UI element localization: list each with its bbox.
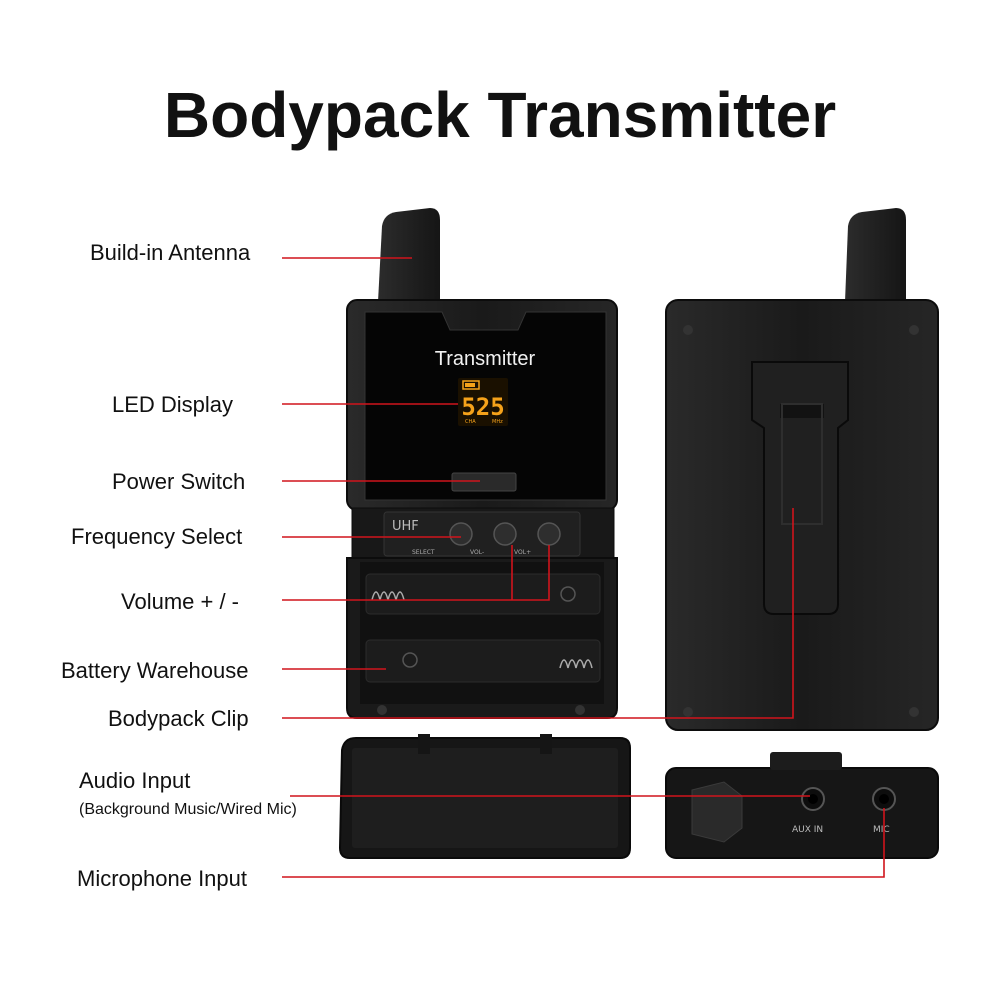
mic-label: MIC	[873, 825, 890, 835]
select-label: SELECT	[412, 549, 435, 556]
led-display	[458, 378, 508, 426]
led-cha: CHA	[465, 419, 476, 425]
label-volume: Volume + / -	[121, 589, 240, 614]
vol-plus-button	[537, 522, 561, 546]
label-frequency-select: Frequency Select	[71, 524, 243, 549]
led-mhz: MHz	[492, 419, 503, 425]
battery-slot-1	[365, 573, 601, 615]
antenna-back	[845, 208, 906, 302]
select-button	[449, 522, 473, 546]
label-antenna: Build-in Antenna	[90, 240, 251, 265]
label-power-switch: Power Switch	[112, 469, 246, 494]
antenna-front	[378, 208, 440, 302]
page-title: Bodypack Transmitter	[163, 79, 837, 151]
vol-plus-label: VOL+	[514, 549, 531, 556]
vol-minus-button	[493, 522, 517, 546]
screen-title: Transmitter	[434, 348, 536, 370]
label-audio-input-note: (Background Music/Wired Mic)	[79, 801, 297, 818]
label-audio-input: Audio Input	[79, 768, 191, 793]
vol-minus-label: VOL-	[470, 549, 484, 556]
label-battery: Battery Warehouse	[61, 658, 249, 683]
battery-indicator-icon	[462, 380, 480, 390]
label-clip: Bodypack Clip	[108, 706, 249, 731]
label-mic-input: Microphone Input	[77, 866, 247, 891]
clip-knob	[691, 781, 743, 843]
battery-slot-2	[365, 639, 601, 683]
power-switch	[451, 472, 517, 492]
aux-in-label: AUX IN	[792, 825, 823, 835]
leader-lines	[282, 257, 885, 878]
led-digits: 525	[461, 393, 504, 421]
belt-clip	[751, 361, 849, 615]
label-led-display: LED Display	[112, 392, 234, 417]
band-label: UHF	[392, 519, 419, 534]
